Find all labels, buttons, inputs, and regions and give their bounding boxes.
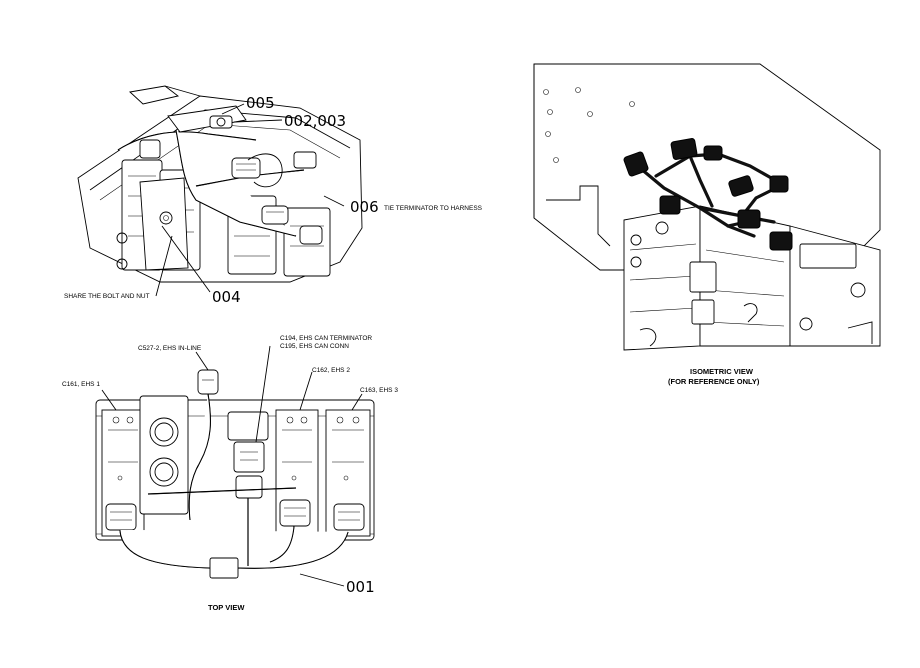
note-tie-terminator: TIE TERMINATOR TO HARNESS	[384, 205, 483, 212]
note-share-bolt: SHARE THE BOLT AND NUT	[64, 293, 150, 300]
callout-002-003: 002,003	[284, 112, 346, 130]
label-c161: C161, EHS 1	[62, 381, 100, 388]
label-c194: C194, EHS CAN TERMINATOR	[280, 335, 372, 342]
callout-006: 006	[350, 198, 379, 216]
label-c195: C195, EHS CAN CONN	[280, 343, 349, 350]
callout-001: 001	[346, 578, 375, 596]
label-c527: C527-2, EHS IN-LINE	[138, 345, 202, 352]
callout-004: 004	[212, 288, 241, 306]
label-c162: C162, EHS 2	[312, 367, 350, 374]
isometric-view: ISOMETRIC VIEW (FOR REFERENCE ONLY)	[533, 63, 881, 386]
top-view: C527-2, EHS IN-LINE C194, EHS CAN TERMIN…	[62, 335, 398, 612]
label-c163: C163, EHS 3	[360, 387, 398, 394]
caption-reference-only: (FOR REFERENCE ONLY)	[668, 377, 760, 386]
caption-top-view: TOP VIEW	[208, 603, 245, 612]
detail-view-top-left: 005 002,003 006 TIE TERMINATOR TO HARNES…	[64, 85, 483, 306]
callout-005: 005	[246, 94, 275, 112]
caption-isometric: ISOMETRIC VIEW	[690, 367, 754, 376]
